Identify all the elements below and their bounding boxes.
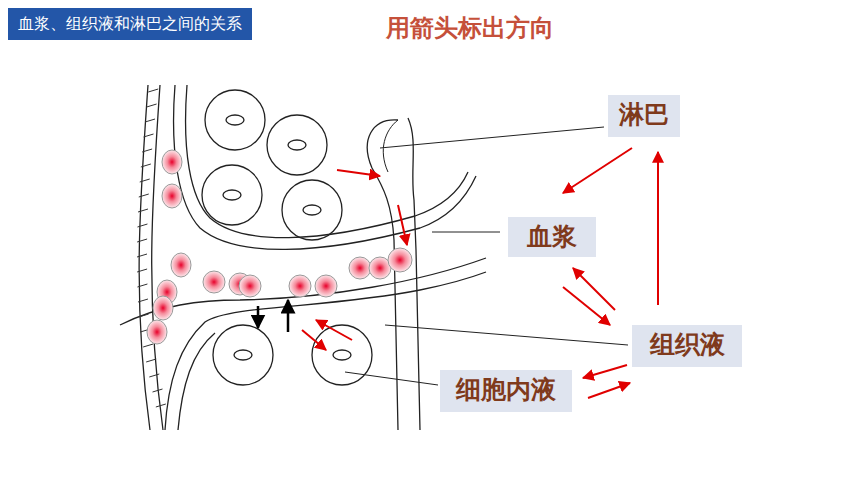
flow-arrow: [563, 148, 632, 193]
instruction-text: 用箭头标出方向: [386, 12, 554, 44]
flow-arrow: [563, 287, 610, 325]
flow-arrow: [657, 152, 659, 305]
fluid-box: 组织液: [632, 325, 742, 367]
fluid-box: 淋巴: [608, 95, 680, 137]
fluid-name: 血浆: [518, 221, 586, 253]
fluid-name: 组织液: [642, 329, 732, 361]
title-box: 血浆、组织液和淋巴之间的关系: [8, 8, 252, 40]
fluid-box: 细胞内液: [440, 370, 572, 412]
fluid-name: 细胞内液: [450, 374, 562, 406]
flow-arrow: [573, 268, 615, 310]
title-text: 血浆、组织液和淋巴之间的关系: [18, 14, 242, 33]
flow-arrow: [583, 365, 627, 378]
flow-arrow: [588, 383, 630, 398]
fluid-name: 淋巴: [618, 99, 670, 131]
fluid-box: 血浆: [508, 217, 596, 257]
